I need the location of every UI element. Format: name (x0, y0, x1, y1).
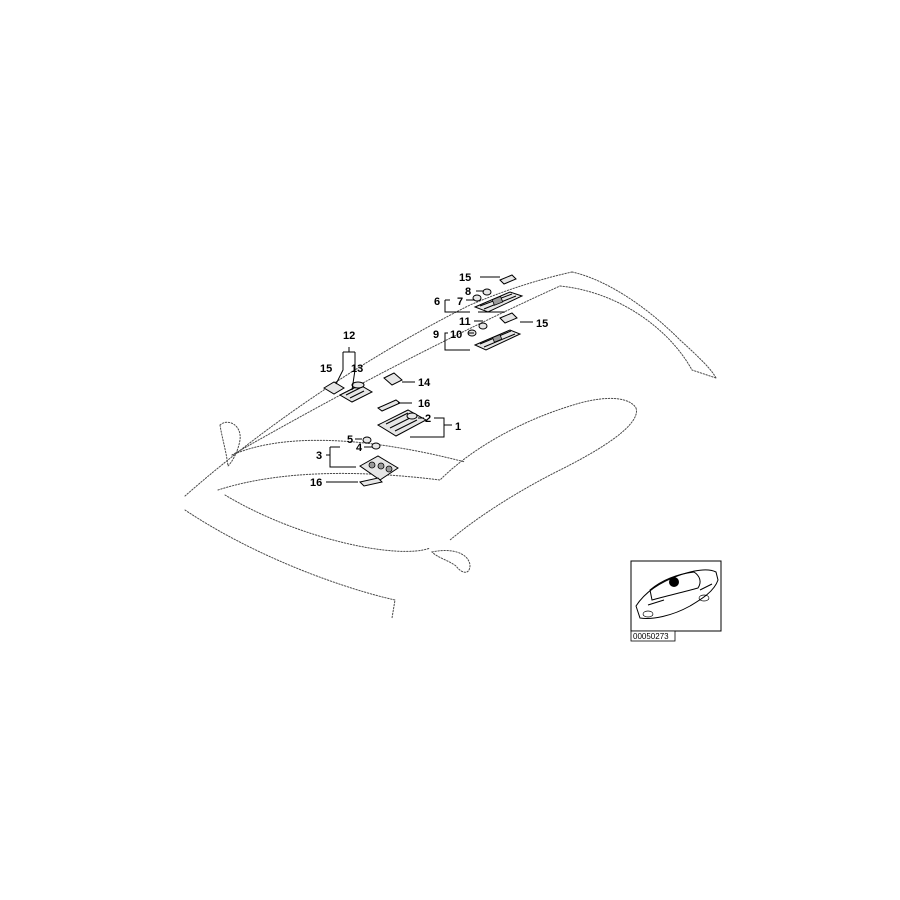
callout-15-top: 15 (459, 272, 471, 284)
callout-15-right: 15 (536, 318, 548, 330)
part-cover-15-right (499, 312, 518, 324)
part-cover-15-top (499, 274, 517, 285)
part-bulb-9-group (467, 322, 488, 337)
part-bulb-2 (406, 412, 418, 420)
part-strip-16-mid (377, 399, 401, 412)
part-lamp-12 (338, 384, 374, 403)
part-bulb-5 (362, 436, 372, 444)
callout-9: 9 (433, 329, 439, 341)
callout-16-low: 16 (310, 477, 322, 489)
callout-labels: 15 8 6 7 15 11 9 10 12 15 13 14 16 2 1 5… (310, 272, 548, 489)
part-lens-13 (351, 381, 365, 389)
callout-8: 8 (465, 286, 471, 298)
callout-12: 12 (343, 330, 355, 342)
inset-location-marker (669, 577, 679, 587)
part-rear-light-left (473, 291, 524, 313)
leader-lines (326, 276, 533, 483)
callout-15-left: 15 (320, 363, 332, 375)
callout-13: 13 (351, 363, 363, 375)
part-bulb-4 (371, 442, 381, 450)
locator-inset: 00050273 (630, 560, 722, 642)
callout-6: 6 (434, 296, 440, 308)
callout-10: 10 (450, 329, 462, 341)
inset-car-sketch (635, 569, 719, 619)
car-body-outline (184, 271, 717, 619)
callout-4: 4 (356, 442, 363, 454)
inset-reference-number: 00050273 (633, 632, 669, 641)
part-rear-light-right (473, 329, 522, 351)
part-panel-14 (383, 372, 403, 386)
callout-2: 2 (425, 413, 431, 425)
part-strip-16-low (359, 477, 383, 487)
callout-1: 1 (455, 421, 461, 433)
part-main-console-1 (376, 409, 428, 437)
callout-14: 14 (418, 377, 431, 389)
callout-11: 11 (459, 316, 471, 328)
part-front-console-3 (359, 455, 399, 481)
callout-16-mid: 16 (418, 398, 430, 410)
callout-3: 3 (316, 450, 322, 462)
callout-5: 5 (347, 434, 353, 446)
part-cover-15-left (323, 381, 345, 395)
callout-7: 7 (457, 296, 463, 308)
